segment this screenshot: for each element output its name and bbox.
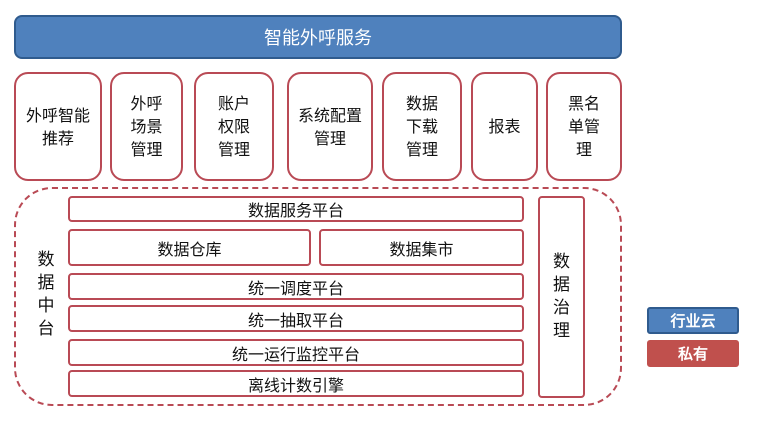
data-service-platform: 数据服务平台 — [68, 196, 524, 222]
module-label: 系统配置管理 — [298, 105, 363, 148]
module-label: 黑名单管理 — [567, 94, 600, 159]
bar-label: 数据服务平台 — [247, 201, 344, 220]
module-data-download: 数据下载管理 — [382, 72, 462, 181]
legend-label: 行业云 — [670, 312, 716, 330]
service-banner: 智能外呼服务 — [14, 15, 622, 59]
data-warehouse: 数据仓库 — [68, 229, 311, 266]
module-label: 报表 — [488, 117, 521, 136]
module-label: 外呼场景管理 — [130, 94, 163, 159]
module-outbound-recommend: 外呼智能推荐 — [14, 72, 102, 181]
data-mart: 数据集市 — [319, 229, 524, 266]
bar-label: 数据集市 — [389, 239, 454, 259]
offline-compute-engine: 离线计数引擎 — [68, 370, 524, 397]
bar-label: 数据仓库 — [157, 239, 222, 259]
module-label: 账户权限管理 — [217, 94, 250, 159]
data-governance: 数据治理 — [538, 196, 585, 398]
module-system-config: 系统配置管理 — [287, 72, 373, 181]
data-middle-label-text: 数据中台 — [37, 250, 55, 339]
data-middle-label: 数据中台 — [30, 240, 62, 350]
bar-label: 统一调度平台 — [247, 278, 344, 298]
module-account-permission: 账户权限管理 — [194, 72, 274, 181]
module-blacklist: 黑名单管理 — [546, 72, 622, 181]
data-middle-frame — [14, 187, 622, 406]
bar-label: 离线计数引擎 — [247, 375, 344, 395]
unified-monitoring-platform: 统一运行监控平台 — [68, 339, 524, 366]
banner-title: 智能外呼服务 — [264, 28, 372, 49]
data-governance-label: 数据治理 — [553, 252, 570, 341]
module-label: 外呼智能推荐 — [26, 105, 91, 148]
module-scene-management: 外呼场景管理 — [110, 72, 183, 181]
unified-scheduling-platform: 统一调度平台 — [68, 273, 524, 300]
bar-label: 统一运行监控平台 — [231, 344, 360, 364]
legend-label: 私有 — [677, 345, 708, 363]
module-reports: 报表 — [471, 72, 538, 181]
bar-label: 统一抽取平台 — [247, 310, 344, 330]
legend-industry-cloud: 行业云 — [647, 307, 739, 334]
module-label: 数据下载管理 — [405, 94, 438, 159]
unified-extraction-platform: 统一抽取平台 — [68, 305, 524, 332]
legend-private: 私有 — [647, 340, 739, 367]
